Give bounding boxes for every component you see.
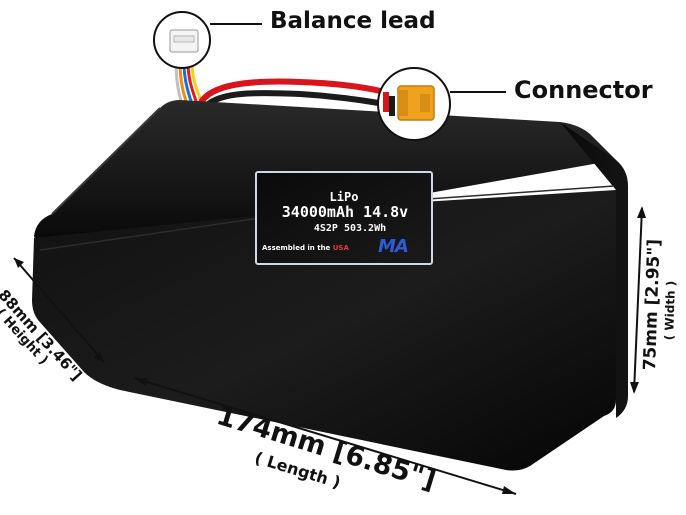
- battery-front-face: [32, 190, 616, 471]
- length-arrow: [133, 377, 517, 495]
- sticker-capacity: 34000mAh 14.8v: [281, 203, 409, 221]
- connector-label: Connector: [514, 76, 653, 104]
- sticker-assembled: Assembled in the USA: [262, 244, 349, 252]
- width-arrow: [630, 206, 646, 394]
- sticker-chemistry: LiPo: [329, 190, 359, 204]
- brand-logo: MA: [378, 236, 409, 257]
- battery-label: [255, 171, 433, 265]
- assembled-text: Assembled in the: [262, 244, 333, 252]
- width-label: ( Width ): [662, 280, 679, 341]
- country-text: USA: [332, 244, 349, 252]
- connector-callout: [377, 67, 506, 141]
- height-arrow: [13, 257, 105, 363]
- battery-side-face: [560, 122, 628, 418]
- balance-lead-callout: [153, 11, 262, 69]
- sticker-config: 4S2P 503.2Wh: [313, 223, 387, 234]
- balance-lead-label: Balance lead: [270, 8, 436, 34]
- power-wires: [197, 78, 386, 109]
